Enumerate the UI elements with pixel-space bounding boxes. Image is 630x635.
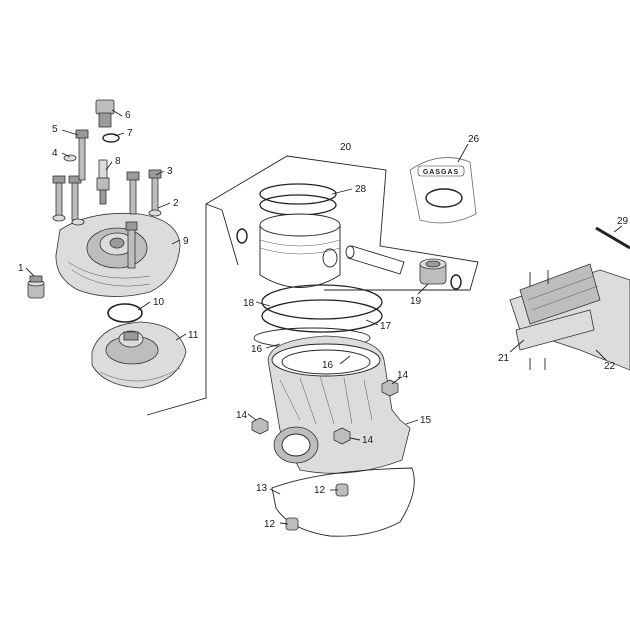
callout-15: 15 — [420, 415, 432, 426]
callout-5: 5 — [52, 124, 58, 135]
cylinder-head-assembly — [27, 99, 187, 389]
callout-17: 17 — [380, 321, 392, 332]
callout-12a: 12 — [314, 485, 326, 496]
gasket-kit-logo: GASGAS — [423, 169, 459, 176]
callout-4: 4 — [52, 148, 58, 159]
callout-8: 8 — [115, 156, 121, 167]
callout-19: 19 — [410, 296, 422, 307]
reed-valve-assembly — [509, 226, 630, 371]
callout-10: 10 — [153, 297, 165, 308]
callout-labels: 1 2 3 4 5 6 7 8 9 10 11 12 12 13 14 14 1… — [18, 110, 629, 530]
callout-16a: 16 — [251, 344, 263, 355]
callout-7: 7 — [127, 128, 133, 139]
callout-28: 28 — [355, 184, 367, 195]
callout-26: 26 — [468, 134, 480, 145]
callout-11: 11 — [188, 330, 199, 341]
callout-16b: 16 — [322, 360, 334, 371]
callout-14a: 14 — [397, 370, 409, 381]
callout-2: 2 — [173, 198, 179, 209]
callout-6: 6 — [125, 110, 131, 121]
callout-1: 1 — [18, 263, 24, 274]
callout-9: 9 — [183, 236, 189, 247]
callout-20: 20 — [340, 142, 352, 153]
group-bracket-20 — [146, 155, 479, 416]
callout-12b: 12 — [264, 519, 276, 530]
callout-3: 3 — [167, 166, 173, 177]
callout-13: 13 — [256, 483, 268, 494]
callout-14c: 14 — [362, 435, 374, 446]
callout-22: 22 — [604, 361, 616, 372]
leader-lines — [25, 109, 623, 525]
callout-18: 18 — [243, 298, 255, 309]
callout-14b: 14 — [236, 410, 248, 421]
cylinder-assembly — [251, 284, 415, 537]
callout-21: 21 — [498, 353, 510, 364]
piston-assembly — [236, 157, 477, 290]
callout-29: 29 — [617, 216, 629, 227]
